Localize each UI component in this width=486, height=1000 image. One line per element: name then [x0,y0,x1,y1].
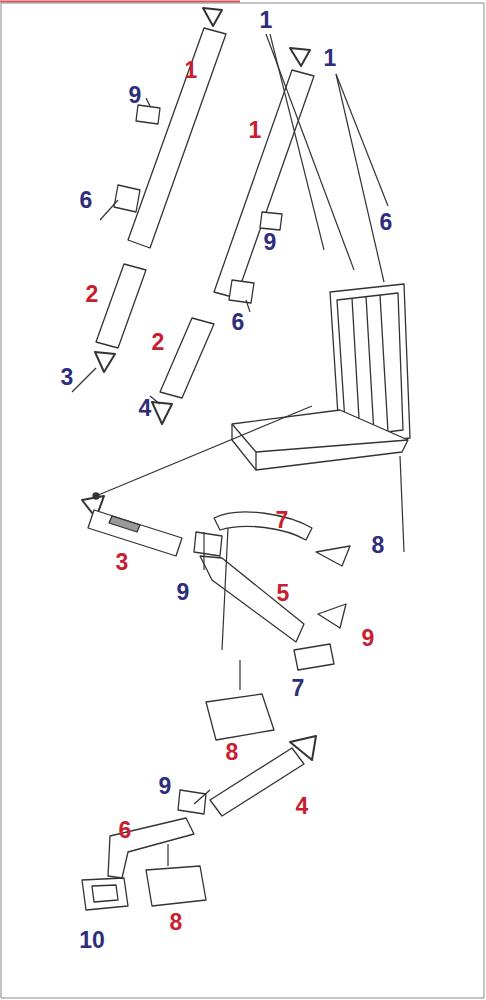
callout-number: 3 [116,551,129,574]
callout-number: 7 [276,509,289,532]
callout-number: 2 [86,283,99,306]
callout-number: 1 [324,47,337,70]
callout-number: 2 [152,331,165,354]
callout-number: 1 [185,59,198,82]
callout-number: 5 [277,582,290,605]
callout-number: 9 [159,775,172,798]
callout-number: 4 [296,795,309,818]
callout-number: 8 [170,911,183,934]
callout-number: 9 [129,84,142,107]
callout-number: 9 [177,581,190,604]
callout-number: 6 [232,311,245,334]
callout-number: 8 [372,534,385,557]
callout-number: 3 [61,366,74,389]
callout-number: 4 [139,397,152,420]
callout-number: 1 [249,119,262,142]
callout-number: 6 [119,819,132,842]
callout-number: 9 [264,231,277,254]
callout-number: 9 [362,627,375,650]
callout-number: 1 [260,9,273,32]
callout-number: 6 [80,189,93,212]
callout-number: 6 [380,211,393,234]
callout-number: 10 [79,929,105,952]
callout-number: 8 [226,741,239,764]
callout-number: 7 [292,677,305,700]
